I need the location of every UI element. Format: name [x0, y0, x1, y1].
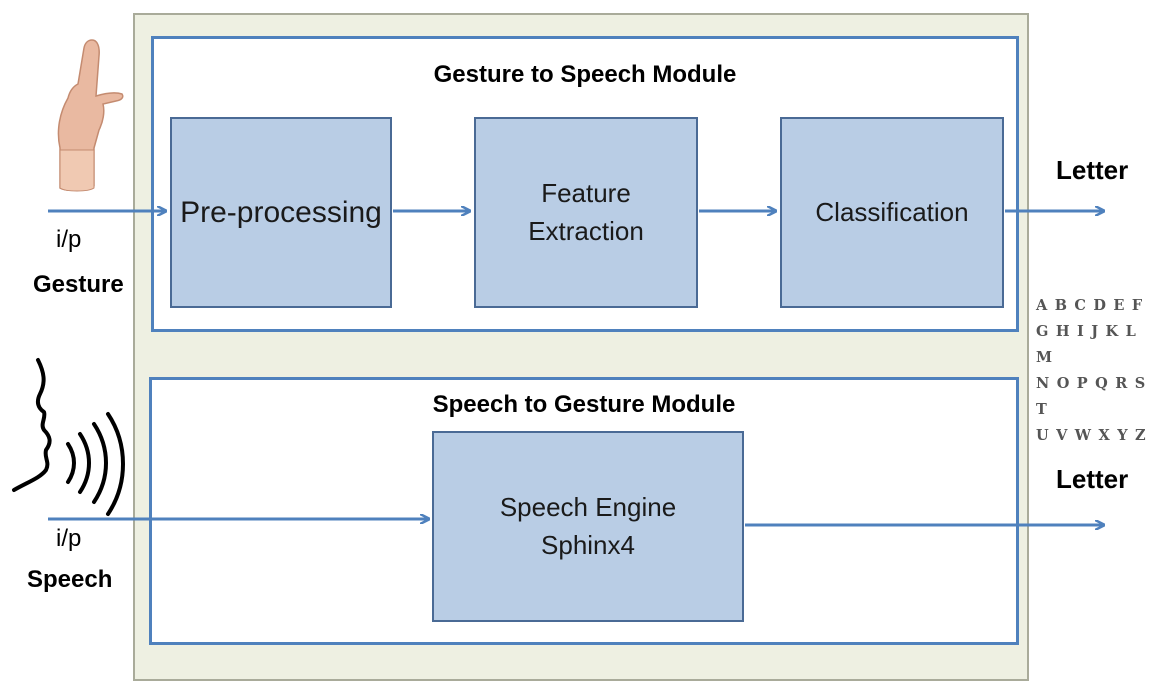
speech-output-letter: Letter [1056, 464, 1129, 494]
gesture-io-label: i/p [56, 226, 82, 253]
gesture-input-label: Gesture [33, 271, 124, 298]
preprocessing-box: Pre-processing [170, 117, 392, 308]
speech-engine-label: Speech Engine Sphinx4 [499, 491, 677, 560]
feature-extraction-box: Feature Extraction [474, 117, 698, 308]
speech-io-label: i/p [56, 525, 82, 552]
gesture-module-title: Gesture to Speech Module [433, 61, 737, 88]
alphabet-row: G H I J K L M [1036, 323, 1137, 366]
feature-extraction-label: Feature Extraction [528, 177, 644, 246]
speech-engine-box: Speech Engine Sphinx4 [432, 431, 744, 622]
alphabet-row: N O P Q R S T [1036, 375, 1147, 418]
alphabet-block: A B C D E F G H I J K L M N O P Q R S T … [1036, 293, 1157, 449]
speech-input-label: Speech [27, 566, 113, 593]
speech-module-title: Speech to Gesture Module [432, 391, 736, 418]
hand-icon [57, 39, 124, 192]
classification-box: Classification [780, 117, 1004, 308]
alphabet-row: A B C D E F [1036, 297, 1144, 314]
gesture-output-letter: Letter [1056, 155, 1129, 185]
alphabet-row: U V W X Y Z [1036, 427, 1147, 444]
classification-label: Classification [815, 196, 969, 227]
speaking-head-icon [12, 358, 125, 516]
preprocessing-label: Pre-processing [180, 195, 382, 229]
